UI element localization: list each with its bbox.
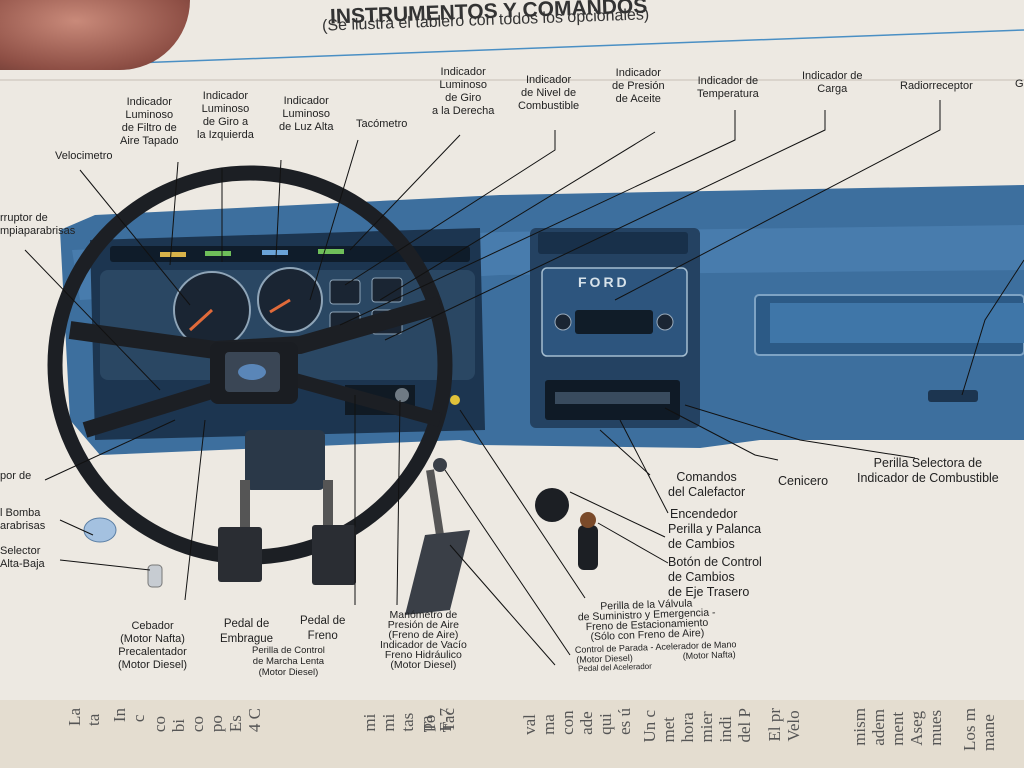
label-filtro-aire: Indicador Luminoso de Filtro de Aire Tap… <box>120 96 179 147</box>
label-selectora: Perilla Selectora de Indicador de Combus… <box>857 456 999 485</box>
text-col: co bi co po Es 4 C <box>150 708 264 733</box>
label-limpiaparabrisas: rruptor de mpiaparabrisas <box>0 212 76 237</box>
label-temperatura: Indicador de Temperatura <box>697 75 759 100</box>
pedals <box>83 458 598 615</box>
label-giro-izquierda: Indicador Luminoso de Giro a la Izquierd… <box>197 90 254 141</box>
leader-lines <box>24 100 1024 666</box>
text-col: El pr Velo <box>765 708 803 742</box>
label-presion-aceite: Indicador de Presión de Aceite <box>612 67 665 105</box>
label-velocimetro: Velocimetro <box>55 150 113 162</box>
label-radio-edge: G <box>1015 78 1024 90</box>
text-col: Los m mane <box>960 708 998 751</box>
facing-page-text: La ta In c co bi co po Es 4 C mi mi tas … <box>0 700 1024 768</box>
label-palanca: Perilla y Palanca de Cambios <box>668 522 762 551</box>
text-col: val ma con ade qui es ú <box>520 708 634 735</box>
label-freno: Pedal de Freno <box>300 615 346 642</box>
label-manometro: Manómetro de Presión de Aire (Freno de A… <box>380 609 467 671</box>
label-combustible: Indicador de Nivel de Combustible <box>518 74 580 112</box>
text-col: La ta <box>65 708 103 726</box>
label-carga: Indicador de Carga <box>802 70 863 95</box>
radio-brand: FORD <box>578 274 630 290</box>
label-cebador: Cebador (Motor Nafta) Precalentador (Mot… <box>118 620 188 671</box>
label-giro-derecha: Indicador Luminoso de Giro a la Derecha <box>432 66 495 117</box>
header-rule <box>0 29 1024 69</box>
label-selector: Selector Alta-Baja <box>0 545 45 570</box>
label-calefactor: Comandos del Calefactor <box>668 470 746 499</box>
text-col: To Tac <box>420 708 458 733</box>
label-embrague: Pedal de Embrague <box>220 618 274 645</box>
label-luz-alta: Indicador Luminoso de Luz Alta <box>279 95 334 133</box>
label-marcha-lenta: Perilla de Control de Marcha Lenta (Moto… <box>252 645 325 678</box>
thumb <box>0 0 190 70</box>
label-radio: Radiorreceptor <box>900 80 973 92</box>
label-eje-trasero: Botón de Control de Cambios de Eje Trase… <box>668 555 762 599</box>
text-col: mism adem ment Aseg mues <box>850 708 945 746</box>
text-col: In c <box>110 708 148 723</box>
label-valvula: Perilla de la Válvula de Suministro y Em… <box>577 597 716 643</box>
label-encendedor: Encendedor <box>670 507 738 521</box>
label-tacometro: Tacómetro <box>356 118 408 130</box>
label-interruptor: por de <box>0 470 32 482</box>
text-col: Un c met hora mier indi del P <box>640 708 754 743</box>
label-bomba: l Bomba arabrisas <box>0 507 46 532</box>
label-cenicero: Cenicero <box>778 474 829 488</box>
